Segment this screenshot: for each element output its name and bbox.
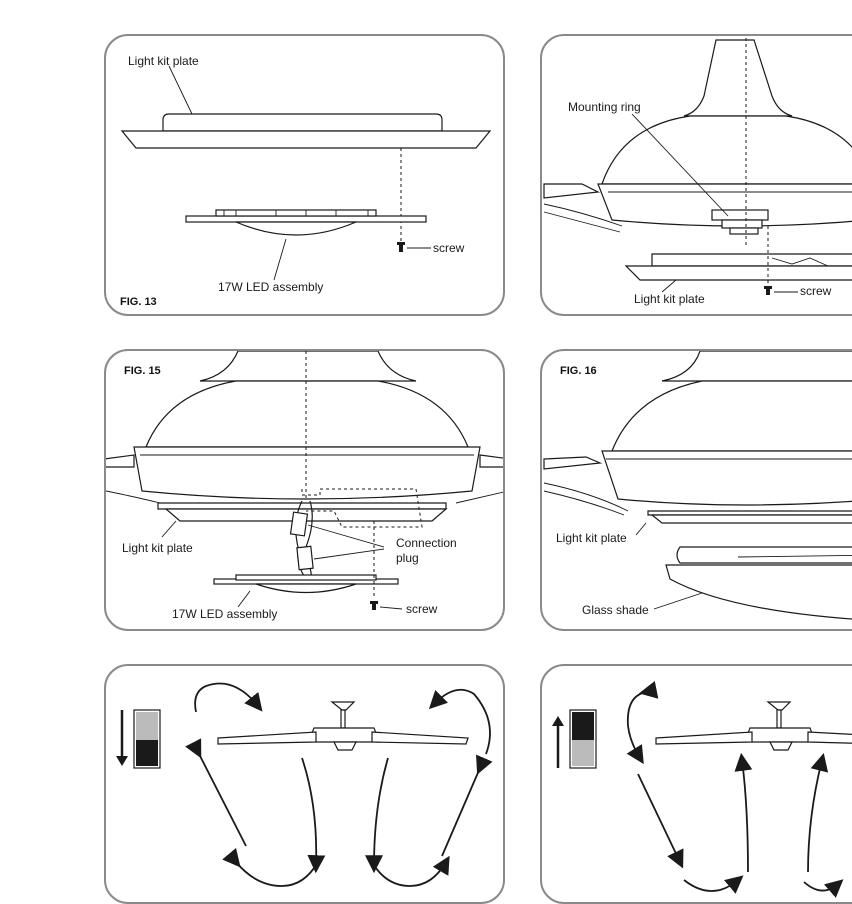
fig13-screw-label: screw bbox=[433, 241, 465, 255]
fig15-connection-plug-line1: Connection bbox=[396, 536, 457, 550]
fig14-panel: Mounting ring Light kit plate screw bbox=[540, 34, 852, 316]
fig16-light-kit-plate-label: Light kit plate bbox=[556, 531, 627, 545]
fig14-light-kit-plate-label: Light kit plate bbox=[634, 292, 705, 306]
airflow-fan-up-icon bbox=[655, 701, 852, 751]
fig16-panel: FIG. 16 Light kit plate Glass shade bbox=[540, 349, 852, 631]
airflow-switch-down-icon bbox=[116, 709, 161, 769]
fig16-glass-shade-label: Glass shade bbox=[582, 603, 649, 617]
fig14-drawing bbox=[543, 38, 852, 295]
fig13-light-kit-plate-label: Light kit plate bbox=[128, 54, 199, 68]
fig14-screw-label: screw bbox=[800, 284, 832, 298]
fig15-screw-label: screw bbox=[406, 602, 438, 616]
fig15-light-kit-plate-label: Light kit plate bbox=[122, 541, 193, 555]
airflow-down-drawing bbox=[116, 682, 493, 887]
airflow-up-panel bbox=[540, 664, 852, 904]
fig15-drawing bbox=[106, 351, 503, 610]
airflow-fan-down-icon bbox=[217, 701, 469, 751]
fig13-drawing bbox=[120, 65, 492, 281]
fig15-led-assembly-label: 17W LED assembly bbox=[172, 607, 278, 621]
fig16-title: FIG. 16 bbox=[560, 365, 597, 377]
fig13-title: FIG. 13 bbox=[120, 296, 157, 308]
fig15-connection-plug-line2: plug bbox=[396, 551, 419, 565]
airflow-down-panel bbox=[104, 664, 505, 904]
airflow-up-drawing bbox=[552, 681, 852, 898]
fig13-led-assembly-label: 17W LED assembly bbox=[218, 280, 324, 294]
fig14-mounting-ring-label: Mounting ring bbox=[568, 100, 641, 114]
fig15-title: FIG. 15 bbox=[124, 365, 161, 377]
airflow-switch-up-icon bbox=[552, 709, 597, 769]
fig16-drawing bbox=[543, 351, 852, 620]
fig13-panel: Light kit plate 17W LED assembly screw F… bbox=[104, 34, 505, 316]
fig15-panel: FIG. 15 Light kit plate Connection plug … bbox=[104, 349, 505, 631]
